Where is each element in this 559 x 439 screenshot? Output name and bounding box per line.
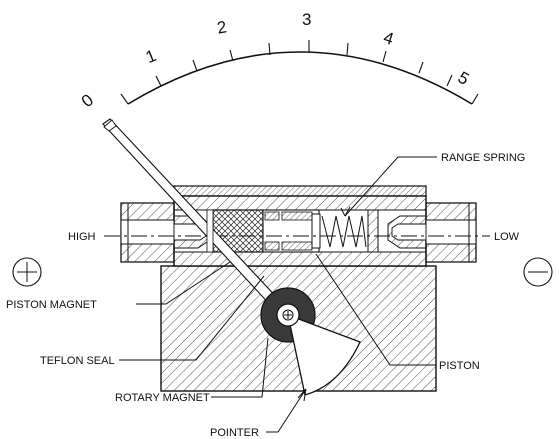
plus-in-circle-icon — [12, 257, 42, 287]
label-low: LOW — [494, 231, 520, 243]
cylinder-body — [104, 185, 490, 267]
dial-scale: 0 1 2 3 4 5 — [78, 10, 479, 111]
scale-number-5: 5 — [455, 68, 473, 89]
label-high: HIGH — [68, 231, 96, 243]
scale-number-0: 0 — [78, 90, 97, 111]
label-piston-magnet: PISTON MAGNET — [6, 299, 97, 311]
scale-number-4: 4 — [381, 28, 396, 49]
dial-ticks — [120, 40, 479, 105]
label-piston: PISTON — [439, 360, 480, 372]
dial-arc — [127, 51, 473, 105]
label-pointer: POINTER — [210, 427, 259, 439]
scale-number-3: 3 — [302, 10, 311, 29]
piston — [262, 209, 321, 253]
pointer — [102, 118, 361, 396]
label-rotary-magnet: ROTARY MAGNET — [115, 392, 210, 404]
leader-lines — [119, 156, 437, 433]
label-range-spring: RANGE SPRING — [441, 152, 525, 164]
label-teflon-seal: TEFLON SEAL — [40, 355, 115, 367]
scale-number-1: 1 — [143, 46, 159, 67]
range-spring — [321, 215, 367, 248]
minus-in-circle-icon — [523, 257, 553, 287]
scale-number-2: 2 — [216, 17, 229, 37]
teflon-seal — [206, 209, 214, 253]
